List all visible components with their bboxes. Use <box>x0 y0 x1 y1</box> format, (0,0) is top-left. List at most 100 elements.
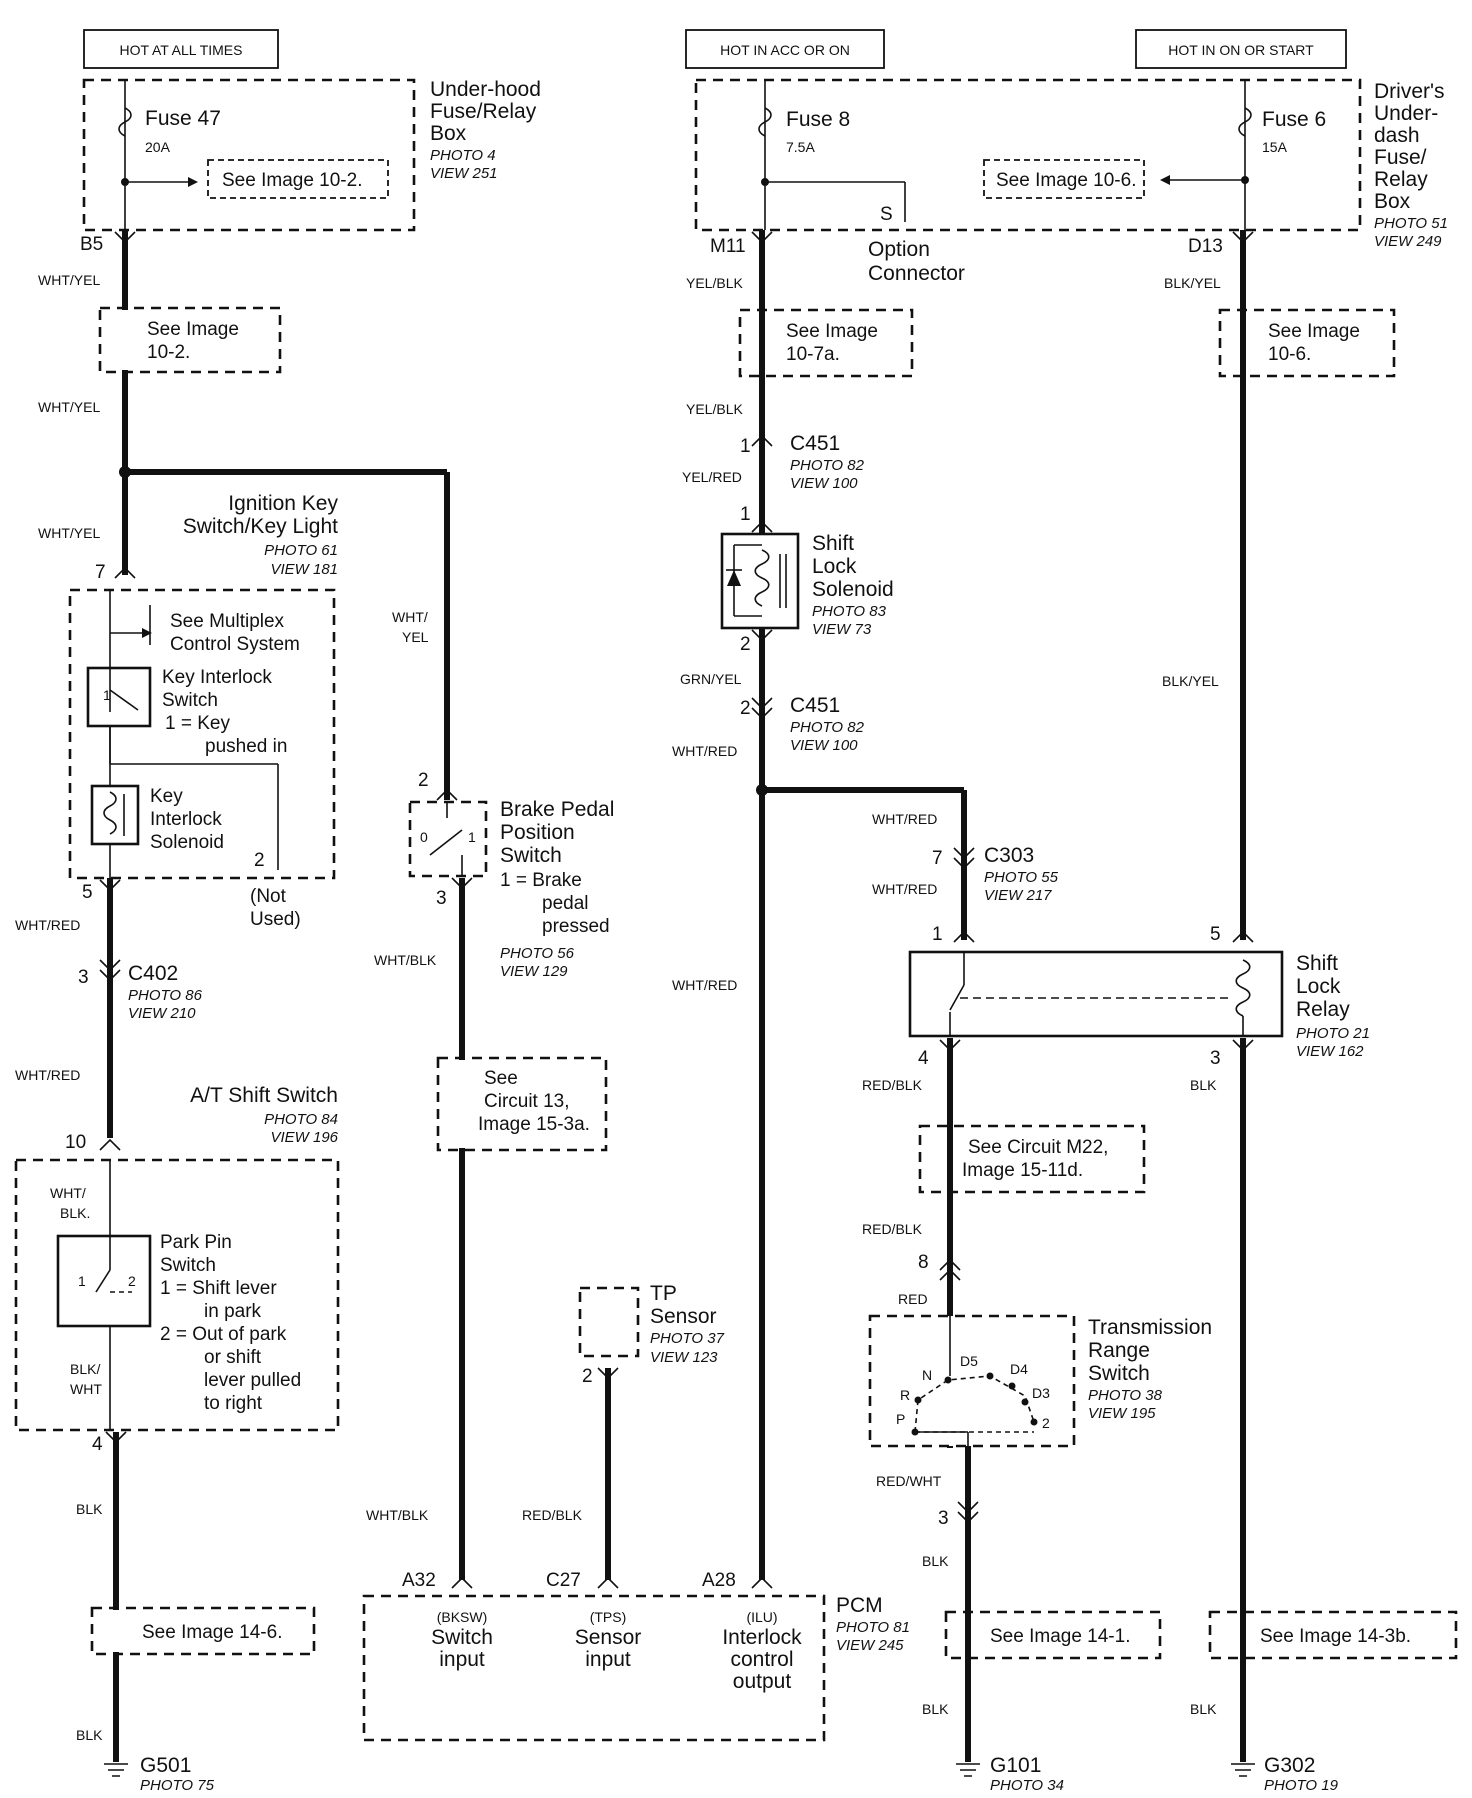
relay-photo: PHOTO 21 <box>1296 1025 1370 1042</box>
park-pin-1: Park Pin <box>160 1232 232 1253</box>
wire-label-grn-yel: GRN/YEL <box>680 671 742 687</box>
wire-label-wht-blk-1: WHT/BLK <box>374 952 437 968</box>
trs-contact-d4 <box>1008 1382 1016 1390</box>
ref-box-14-3b <box>1208 1610 1458 1660</box>
c451-top-photo: PHOTO 82 <box>790 457 865 474</box>
hot-in-on-or-start-box <box>1135 29 1347 69</box>
connector-c27-icon <box>597 1576 619 1589</box>
brake-switch-box <box>408 800 488 878</box>
underdash-fuse-box <box>694 78 1362 232</box>
trs-contact-2 <box>1030 1418 1038 1426</box>
pcm-tps-tag: (TPS) <box>590 1609 627 1625</box>
ref-box-10-2-bg <box>110 310 270 370</box>
pin-m11: M11 <box>710 236 746 257</box>
g302-photo: PHOTO 19 <box>1264 1777 1339 1794</box>
splice-dot <box>121 178 129 186</box>
connector-trs8-icon <box>939 1258 961 1281</box>
wire-label-red-blk-2: RED/BLK <box>862 1221 923 1237</box>
connector-c451-1-icon <box>751 434 773 447</box>
connector-relay1-icon <box>953 930 975 943</box>
pcm-view: VIEW 245 <box>836 1637 904 1654</box>
wire-label-wht-red-5: WHT/RED <box>872 811 937 827</box>
pin-relay-3: 3 <box>1210 1048 1221 1069</box>
ref-box-10-7a <box>738 308 914 378</box>
fuse-47-icon <box>118 107 132 137</box>
brake-note-1: 1 = Brake <box>500 870 582 891</box>
pin-sol-1: 1 <box>740 504 751 525</box>
ground-g101-icon <box>956 1763 980 1777</box>
wire-label-yel-blk-2: YEL/BLK <box>686 401 743 417</box>
connector-relay5-icon <box>1232 930 1254 943</box>
ref-box-m22-bg <box>962 1128 1134 1190</box>
fuse-6-icon <box>1238 107 1252 137</box>
at-shift-view: VIEW 196 <box>270 1129 338 1146</box>
underdash-photo: PHOTO 51 <box>1374 215 1448 232</box>
connector-a32-icon <box>451 1576 473 1589</box>
wire-label-wht-yel-1: WHT/YEL <box>38 272 100 288</box>
hot-at-all-times-box <box>83 29 279 69</box>
wire-label-wht-red-3: WHT/RED <box>672 743 737 759</box>
wire-label-wht-blk-split-2: BLK. <box>60 1205 90 1221</box>
ref-c13-line3: Image 15-3a. <box>478 1114 590 1135</box>
fuse-6-rating: 15A <box>1262 139 1288 155</box>
pin-c402-3: 3 <box>78 967 89 988</box>
hot-in-on-or-start-label: HOT IN ON OR START <box>1168 42 1314 58</box>
pin-c303-7: 7 <box>932 848 943 869</box>
coil-icon <box>103 791 117 835</box>
fuse-8-rating: 7.5A <box>786 139 815 155</box>
ref-10-2-line2: 10-2. <box>147 342 190 363</box>
ground-g302-icon <box>1231 1763 1255 1777</box>
solenoid-line2: Interlock <box>150 809 222 830</box>
pcm-box <box>362 1594 826 1742</box>
underdash-name-5: Relay <box>1374 168 1428 191</box>
wire-label-yel-red: YEL/RED <box>682 469 742 485</box>
brake-pos-0: 0 <box>420 829 428 845</box>
c451-bottom-name: C451 <box>790 694 840 717</box>
ref-14-3b: See Image 14-3b. <box>1260 1626 1411 1647</box>
underhood-photo: PHOTO 4 <box>430 147 496 164</box>
g501-photo: PHOTO 75 <box>140 1777 215 1794</box>
arrow-right-icon <box>188 177 198 187</box>
hot-in-acc-or-on-box <box>685 29 885 69</box>
pcm-ilu-tag: (ILU) <box>746 1609 777 1625</box>
wire-label-blk-wht-1: BLK/ <box>70 1361 100 1377</box>
connector-sol2-icon <box>751 629 773 642</box>
pin-ign-2: 2 <box>254 850 265 871</box>
pin-tp-2: 2 <box>582 1366 593 1387</box>
ref-c13-line2: Circuit 13, <box>484 1091 570 1112</box>
pin-brake-3: 3 <box>436 888 447 909</box>
pin-brake-2: 2 <box>418 770 429 791</box>
trs-contact-d3 <box>1021 1398 1029 1406</box>
ref-m22-line2: Image 15-11d. <box>962 1160 1083 1181</box>
key-interlock-note-1: 1 = Key <box>165 713 230 734</box>
multiplex-line1: See Multiplex <box>170 611 285 632</box>
connector-b5-icon <box>114 231 136 244</box>
multiplex-line2: Control System <box>170 634 300 655</box>
underhood-see-image-box <box>207 159 389 199</box>
ref-box-10-6 <box>1218 308 1396 378</box>
underdash-name-4: Fuse/ <box>1374 146 1427 169</box>
c451-top-view: VIEW 100 <box>790 475 858 492</box>
arrow-right-icon <box>142 628 152 638</box>
ref-box-14-1-bg <box>982 1614 1150 1656</box>
underhood-name-1: Under-hood <box>430 78 541 101</box>
relay-contact-blade <box>949 984 965 1011</box>
wire-label-blk-6: BLK <box>922 1701 949 1717</box>
splice-dot <box>761 178 769 186</box>
not-used-1: (Not <box>250 886 287 907</box>
pin-d13: D13 <box>1188 236 1223 257</box>
tp-photo: PHOTO 37 <box>650 1330 725 1347</box>
pcm-ilu-1: Interlock <box>722 1626 802 1649</box>
brake-name-1: Brake Pedal <box>500 798 614 821</box>
solenoid-line1: Key <box>150 786 183 807</box>
underdash-view: VIEW 249 <box>1374 233 1442 250</box>
ref-box-14-1 <box>944 1610 1162 1660</box>
fuse-8-icon <box>758 107 772 137</box>
c402-photo: PHOTO 86 <box>128 987 203 1004</box>
park-pos-2: 2 <box>128 1273 136 1289</box>
brake-note-2: pedal <box>542 893 589 914</box>
tp-sensor-2: Sensor <box>650 1305 717 1328</box>
ref-c13-line1: See <box>484 1068 518 1089</box>
underdash-name-6: Box <box>1374 190 1411 213</box>
pcm-bksw-2: input <box>439 1648 485 1671</box>
